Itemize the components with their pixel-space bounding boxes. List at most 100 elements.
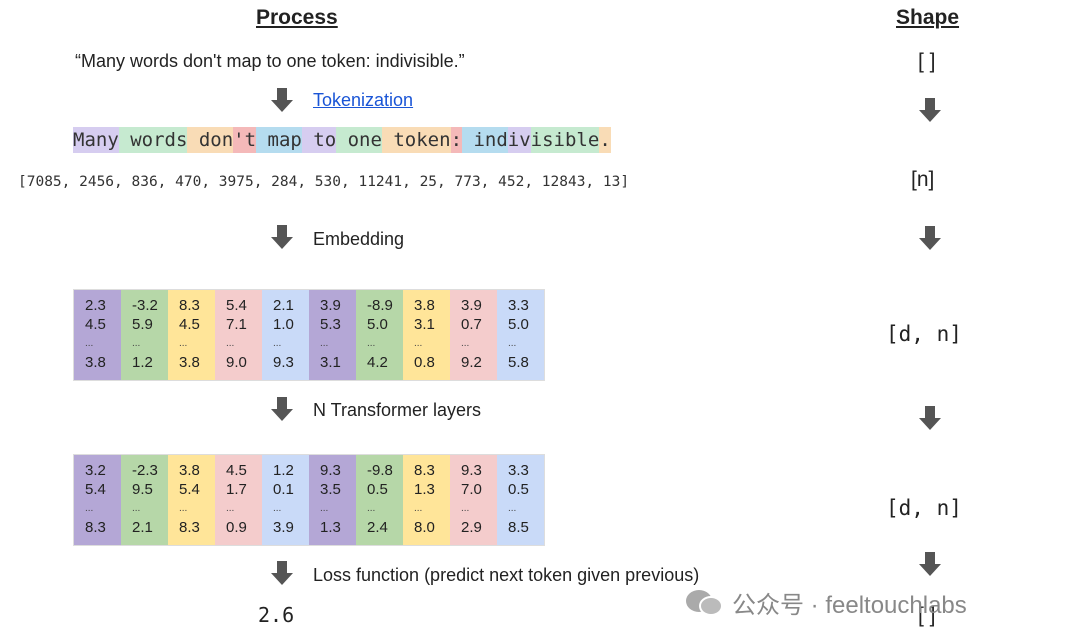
ellipsis: ... (132, 503, 141, 514)
vector-value: 2.1 (273, 297, 294, 314)
shape-d-n: [d, n] (886, 322, 962, 346)
vector-value: -3.2 (132, 297, 158, 314)
token: Many (73, 127, 119, 153)
token: don (187, 127, 234, 153)
token: ind (462, 127, 508, 153)
vector-value: 2.3 (85, 297, 106, 314)
vector-value: 8.0 (414, 519, 435, 536)
tokenization-link[interactable]: Tokenization (313, 90, 414, 110)
shape-d-n-2: [d, n] (886, 496, 962, 520)
token-ids: [7085, 2456, 836, 470, 3975, 284, 530, 1… (18, 174, 630, 190)
down-arrow-icon (271, 397, 293, 421)
vector-value: 3.3 (508, 462, 529, 479)
loss-label: Loss function (predict next token given … (313, 565, 700, 585)
vector-value: 3.8 (414, 297, 435, 314)
vector-value: 1.7 (226, 481, 247, 498)
vector-value: 3.5 (320, 481, 341, 498)
vector-value: -8.9 (367, 297, 393, 314)
ellipsis: ... (273, 338, 282, 349)
embedding-label: Embedding (313, 229, 405, 249)
token: . (599, 127, 611, 153)
watermark: 公众号 · feeltouchlabs (684, 585, 967, 620)
vector-value: 8.3 (179, 519, 200, 536)
vector-value: 9.3 (273, 354, 294, 371)
vector-value: 0.5 (367, 481, 388, 498)
ellipsis: ... (508, 503, 517, 514)
vector-value: -2.3 (132, 462, 158, 479)
token: to (301, 127, 337, 153)
down-arrow-icon (919, 226, 941, 250)
vector-value: 9.3 (461, 462, 482, 479)
vector-value: 2.9 (461, 519, 482, 536)
vector-column: 5.4 7.1... 9.0 (215, 290, 262, 380)
wechat-icon (686, 589, 723, 616)
vector-value: 1.3 (320, 519, 341, 536)
vector-value: 3.9 (273, 519, 294, 536)
token: map (256, 127, 302, 153)
ellipsis: ... (320, 503, 329, 514)
vector-value: 5.0 (508, 316, 529, 333)
vector-value: 4.2 (367, 354, 388, 371)
vector-column: 8.3 1.3... 8.0 (403, 455, 450, 545)
vector-value: 9.2 (461, 354, 482, 371)
vector-value: 1.2 (273, 462, 294, 479)
token: iv (507, 127, 531, 153)
vector-value: 1.3 (414, 481, 435, 498)
down-arrow-icon (271, 88, 293, 112)
vector-value: 3.3 (508, 297, 529, 314)
ellipsis: ... (367, 338, 376, 349)
vector-value: 2.4 (367, 519, 388, 536)
vector-value: 5.0 (367, 316, 388, 333)
vector-value: 7.1 (226, 316, 247, 333)
vector-value: 5.4 (226, 297, 247, 314)
transformer-label: N Transformer layers (313, 400, 482, 420)
shape-header: Shape (896, 6, 960, 29)
ellipsis: ... (85, 503, 94, 514)
vector-value: 4.5 (179, 316, 200, 333)
vector-value: 9.0 (226, 354, 247, 371)
vector-value: -9.8 (367, 462, 393, 479)
shape-n: [n] (911, 168, 935, 191)
ellipsis: ... (226, 338, 235, 349)
down-arrow-icon (919, 552, 941, 576)
ellipsis: ... (461, 503, 470, 514)
down-arrow-icon (919, 98, 941, 122)
ellipsis: ... (226, 503, 235, 514)
vector-value: 3.1 (320, 354, 341, 371)
vector-value: 3.8 (85, 354, 106, 371)
vector-value: 0.1 (273, 481, 294, 498)
ellipsis: ... (414, 503, 423, 514)
vector-value: 9.5 (132, 481, 153, 498)
vector-value: 4.5 (85, 316, 106, 333)
vector-value: 9.3 (320, 462, 341, 479)
vector-value: 3.2 (85, 462, 106, 479)
down-arrow-icon (271, 561, 293, 585)
vector-value: 3.9 (320, 297, 341, 314)
input-sentence: “Many words don't map to one token: indi… (75, 51, 465, 71)
vector-value: 0.9 (226, 519, 247, 536)
shape-scalar-2: [ ] (918, 604, 936, 627)
ellipsis: ... (179, 338, 188, 349)
ellipsis: ... (179, 503, 188, 514)
vector-value: 5.4 (85, 481, 106, 498)
vector-value: 3.9 (461, 297, 482, 314)
down-arrow-icon (271, 225, 293, 249)
vector-value: 8.3 (414, 462, 435, 479)
ellipsis: ... (508, 338, 517, 349)
watermark-text: 公众号 · feeltouchlabs (732, 592, 967, 619)
ellipsis: ... (461, 338, 470, 349)
token: 't (233, 127, 257, 153)
